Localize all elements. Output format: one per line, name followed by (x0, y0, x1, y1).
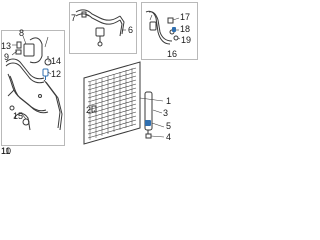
callout-9: 9 (4, 52, 10, 62)
callout-7: 7 (71, 13, 77, 23)
callout-12: 12 (51, 69, 62, 79)
valve-17-icon (167, 17, 174, 24)
left-hose-panel (1, 30, 65, 146)
callout-13: 13 (1, 41, 12, 51)
leader-lines (11, 14, 181, 138)
callout-17: 17 (180, 12, 191, 22)
callout-14: 14 (51, 56, 62, 66)
callout-16: 16 (167, 49, 178, 59)
parts-diagram-art (5, 9, 181, 145)
callout-5: 5 (166, 121, 172, 131)
callout-6: 6 (128, 25, 134, 35)
receiver-drier-3 (144, 91, 153, 134)
left-hose-assembly (5, 37, 63, 131)
cap-18-icon (172, 27, 176, 32)
bracket-2-icon (91, 105, 97, 113)
plug-4-icon (145, 133, 152, 139)
callout-2: 2 (86, 105, 92, 115)
callout-3: 3 (163, 108, 169, 118)
callout-19: 19 (181, 35, 192, 45)
fitting-14-icon (44, 56, 52, 66)
fitting-13-icon (15, 49, 22, 55)
callout-11: 11 (1, 146, 11, 156)
desiccant-5-icon (145, 120, 151, 126)
fitting-9-icon (16, 41, 22, 49)
hose-16-assembly (145, 10, 175, 45)
callout-4: 4 (166, 132, 172, 142)
condenser-1 (83, 61, 141, 145)
hose-6-assembly (75, 9, 125, 47)
callout-10: 10 (1, 146, 12, 156)
callout-15: 15 (13, 111, 24, 121)
valve-19-icon (173, 35, 179, 41)
callout-18: 18 (180, 24, 191, 34)
callout-8: 8 (19, 28, 25, 38)
callout-1: 1 (166, 96, 172, 106)
sensor-12-icon (42, 68, 49, 80)
clip-7-icon (81, 11, 87, 18)
